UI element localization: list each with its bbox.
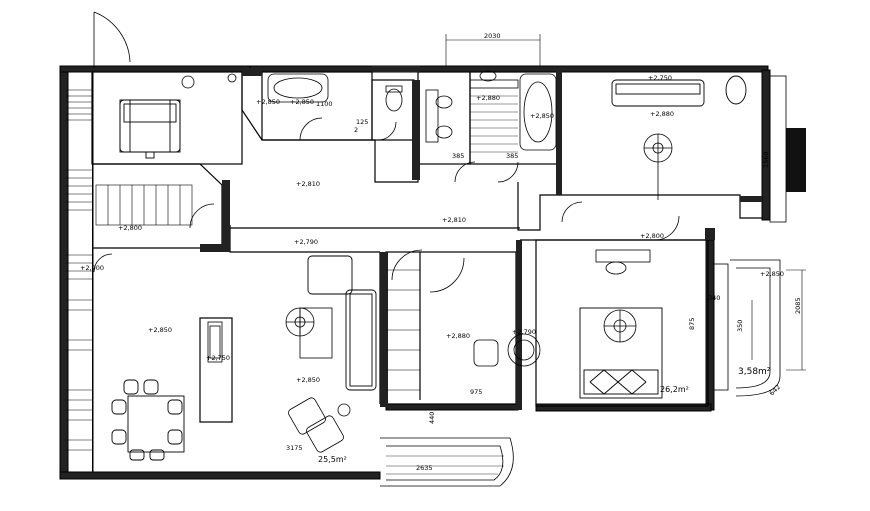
level-living-c: +2,850 [296,376,320,384]
level-hall-small: +2,790 [294,238,318,246]
level-bath-left: +2,850 [256,98,280,106]
top-dimension-line [445,34,541,66]
mark-125: 125 [356,118,368,126]
sofa-living [307,255,377,391]
level-living-w: +2,850 [148,326,172,334]
bed-se [579,307,663,399]
dim-2085: 2085 [794,297,802,314]
dim-top: 2030 [484,32,501,40]
level-ne: +2,750 [648,74,672,82]
level-bedroom-mid: +2,880 [446,332,470,340]
window-ne-dark [769,75,806,223]
balcony-bottom-hatch [386,455,504,475]
sinks-center [425,70,519,143]
bath-floor-hatch [470,95,518,153]
area-living: 25,5m² [318,455,347,464]
chair-mid-room [473,333,541,367]
utility-stair [95,184,193,226]
chandelier-living [285,307,333,359]
level-utility: +2,800 [118,224,142,232]
dim-1100: 1100 [316,100,333,108]
area-bedroom: 26,2m² [660,385,689,394]
level-corridor: +2,810 [442,216,466,224]
dim-350: 350 [736,320,744,332]
armchair-top-left [119,99,181,159]
sofa-ne-room [611,75,747,107]
dim-340: 340 [708,294,720,302]
dim-3175: 3175 [286,444,303,452]
mark-2: 2 [354,126,358,134]
level-bath-center: +2,880 [476,94,500,102]
level-bath-center-b: +2,850 [530,112,554,120]
dim-2635: 2635 [416,464,433,472]
inner-left-wall [92,72,94,472]
chandelier-se [603,309,637,343]
left-wall-hatch [66,89,92,451]
dim-385a: 385 [452,152,464,160]
level-bedroom-se: +2,800 [640,232,664,240]
door-swings [93,11,680,293]
light-fixture [227,73,237,83]
level-balcony-e: +2,850 [760,270,784,278]
dim-642: 642 [768,383,782,397]
dim-440: 440 [428,412,436,424]
dresser-se [595,249,651,275]
area-balcony: 3,58m² [738,367,771,377]
chandelier-ne [643,133,673,200]
wall-blocks [200,66,762,410]
bathtub-left [267,73,329,103]
balcony-bottom [380,437,514,487]
level-bedroom-mid-b: +2,790 [512,328,536,336]
bathtub-center [519,73,557,151]
interior-walls [91,71,762,423]
wardrobe-mid [386,269,420,391]
level-bath-left-b: +2,850 [290,98,314,106]
dim-385b: 385 [506,152,518,160]
armchair-living [288,397,351,453]
dim-875: 875 [688,318,696,330]
dim-975: 975 [470,388,482,396]
storage-unit [207,321,223,363]
dim-1560: 1560 [762,151,770,168]
level-living-w-b: +2,750 [206,354,230,362]
level-left-strip: +2,900 [80,264,104,272]
level-kitchen: +2,810 [296,180,320,188]
toilet-left [385,85,403,112]
balcony-se [713,259,781,397]
level-ne-center: +2,880 [650,110,674,118]
light-fixture [181,75,195,89]
right-dimension-lines [751,140,806,371]
dining-table [111,379,185,461]
